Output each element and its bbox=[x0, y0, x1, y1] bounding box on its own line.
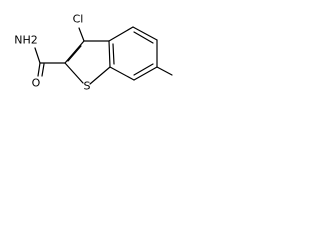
bond-c7-c7a bbox=[109, 66, 135, 81]
bond-c7a-c3a bbox=[108, 40, 111, 68]
ring-sulfur-label: S bbox=[84, 80, 91, 93]
bond-c3a-c4 bbox=[108, 26, 134, 42]
bond-c4-c5 bbox=[132, 26, 158, 41]
bond-carbonyl-o bbox=[37, 62, 41, 77]
bond-s1-c7a bbox=[89, 66, 111, 85]
chlorine-label: Cl bbox=[73, 13, 84, 26]
bond-c6-c7 bbox=[133, 66, 158, 81]
bond-carbonyl-o-double bbox=[41, 63, 45, 77]
bond-c2-s1 bbox=[64, 62, 84, 84]
bond-c6-c7-double bbox=[133, 63, 154, 76]
bonds bbox=[34, 26, 173, 85]
carbonyl-oxygen-label: O bbox=[32, 77, 41, 90]
atom-labels: Cl NH2 O S bbox=[14, 13, 90, 93]
molecule-structure: Cl NH2 O S bbox=[14, 13, 173, 93]
amide-nitrogen-label: NH2 bbox=[14, 34, 38, 47]
bond-carbonyl-n bbox=[34, 47, 41, 64]
bond-c3-cl bbox=[78, 27, 85, 42]
bond-c7a-c3a-double bbox=[112, 43, 115, 65]
bond-c4-c5-double bbox=[133, 31, 154, 44]
bond-c3-c2-double bbox=[67, 45, 82, 62]
bond-c6-methyl bbox=[156, 66, 173, 76]
bond-c3-c2 bbox=[64, 40, 85, 64]
